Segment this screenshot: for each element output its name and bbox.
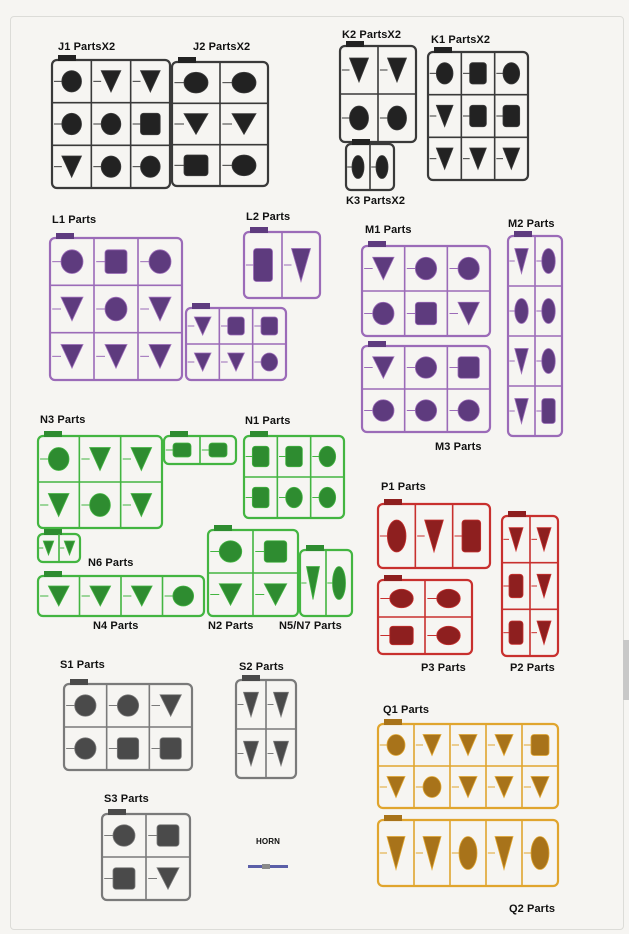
label-q1: Q1 Parts xyxy=(383,704,430,716)
label-p1: P1 Parts xyxy=(381,481,426,493)
label-n3: N3 Parts xyxy=(40,414,86,426)
label-q2: Q2 Parts xyxy=(509,903,556,915)
label-j1: J1 PartsX2 xyxy=(58,41,116,53)
label-n2: N2 Parts xyxy=(208,620,254,632)
label-s2: S2 Parts xyxy=(239,661,284,673)
label-l1: L1 Parts xyxy=(52,214,97,226)
page-edge-marker xyxy=(623,640,629,700)
label-m2: M2 Parts xyxy=(508,218,555,230)
label-p2: P2 Parts xyxy=(510,662,555,674)
label-n4: N4 Parts xyxy=(93,620,139,632)
label-m3: M3 Parts xyxy=(435,441,482,453)
label-n57: N5/N7 Parts xyxy=(279,620,342,632)
label-n1: N1 Parts xyxy=(245,415,291,427)
label-m1: M1 Parts xyxy=(365,224,412,236)
label-l2: L2 Parts xyxy=(246,211,291,223)
label-s1: S1 Parts xyxy=(60,659,105,671)
label-n6: N6 Parts xyxy=(88,557,134,569)
label-horn: HORN xyxy=(256,837,280,846)
horn-part-icon xyxy=(248,864,288,869)
label-s3: S3 Parts xyxy=(104,793,149,805)
label-k3: K3 PartsX2 xyxy=(346,195,406,207)
label-k1: K1 PartsX2 xyxy=(431,34,491,46)
label-k2: K2 PartsX2 xyxy=(342,29,402,41)
label-j2: J2 PartsX2 xyxy=(193,41,251,53)
label-p3: P3 Parts xyxy=(421,662,466,674)
